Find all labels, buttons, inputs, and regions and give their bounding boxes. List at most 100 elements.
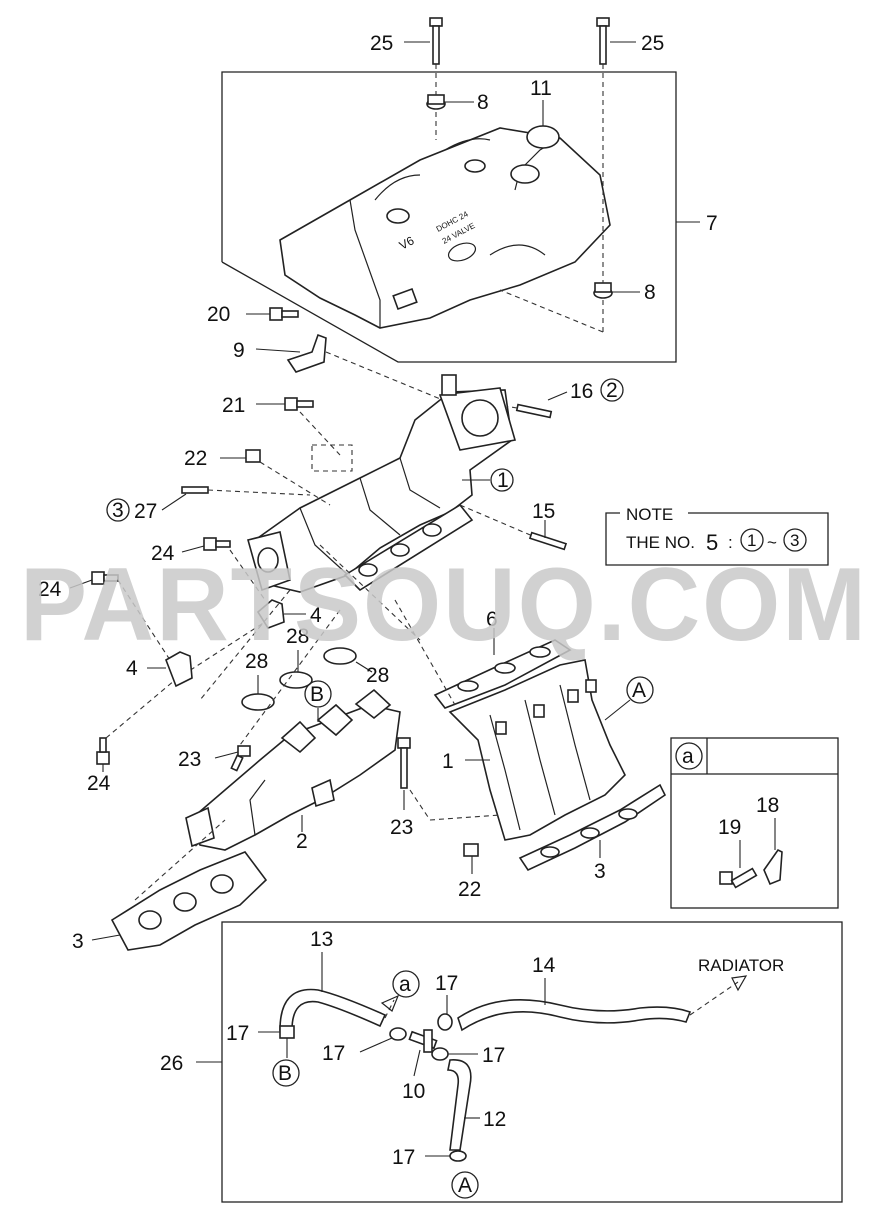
label-24-lower: 24: [87, 772, 111, 795]
bracket-4-lower: [147, 651, 193, 688]
gasket-28-a: [241, 675, 275, 711]
label-20: 20: [207, 303, 230, 326]
clamp-17-left: [258, 1025, 295, 1058]
label-A-ref: A: [632, 679, 646, 702]
label-a-circled: a: [399, 973, 411, 996]
label-25-left: 25: [370, 32, 393, 55]
label-17-top: 17: [435, 972, 458, 995]
label-9: 9: [233, 339, 245, 362]
label-A-hose: A: [458, 1174, 472, 1197]
label-3-right: 3: [594, 860, 606, 883]
label-24-left: 24: [38, 578, 62, 601]
note-to: 3: [790, 531, 799, 550]
bolt-25-right: [499, 17, 636, 333]
label-22-bottom: 22: [458, 878, 481, 901]
engine-cover-model: V6: [397, 233, 417, 252]
bolt-20: [246, 307, 299, 321]
note-from: 1: [747, 531, 756, 550]
label-17-bottom: 17: [392, 1146, 415, 1169]
intake-plenum: [247, 374, 543, 593]
clamp-17-center: [359, 1027, 407, 1053]
label-16: 16: [570, 380, 593, 403]
label-26: 26: [160, 1052, 183, 1075]
label-1: 1: [442, 750, 454, 773]
clip-18: [763, 818, 783, 886]
label-19: 19: [718, 816, 741, 839]
label-13: 13: [310, 928, 333, 951]
note-title: NOTE: [626, 505, 673, 524]
fitting-10: [408, 1029, 438, 1077]
note-tilde: ~: [767, 533, 777, 552]
nut-22-top: [220, 449, 331, 506]
radiator-label: RADIATOR: [698, 956, 784, 975]
hose-13: [279, 952, 400, 1031]
inset-a-box: [670, 737, 839, 909]
label-14: 14: [532, 954, 556, 977]
note-box: [605, 512, 829, 566]
label-2: 2: [296, 830, 308, 853]
bolt-23-right: [397, 737, 501, 821]
label-8-top: 8: [477, 91, 489, 114]
intake-gasket-lower: [518, 783, 667, 872]
clamp-17-right: [431, 1047, 478, 1061]
hose-box: [196, 921, 843, 1203]
hose-12: [447, 1059, 480, 1151]
bracket-9: [255, 333, 456, 406]
intake-gasket-upper: [433, 628, 572, 709]
label-inset-a: a: [682, 745, 694, 768]
stud-27: [161, 486, 311, 511]
stud-16: [504, 391, 568, 419]
label-28-c: 28: [366, 664, 389, 687]
stud-15: [528, 520, 568, 551]
label-28-b: 28: [286, 625, 309, 648]
label-27: 27: [134, 500, 157, 523]
bolt-24-left: [69, 571, 171, 661]
bolt-19: [719, 840, 758, 889]
bolt-21: [256, 397, 341, 456]
grommet-top: [426, 94, 474, 110]
label-22-top: 22: [184, 447, 207, 470]
label-11: 11: [530, 77, 552, 100]
label-18: 18: [756, 794, 779, 817]
label-4-lower: 4: [126, 657, 138, 680]
part-labels: 25 25 8 11 7 8 20 9 21 16 2 22 1 3 27 15…: [38, 32, 784, 1197]
engine-cover-box: [221, 71, 677, 363]
label-23-left: 23: [178, 748, 201, 771]
note-prefix: THE NO.: [626, 533, 695, 552]
label-6: 6: [486, 608, 498, 631]
label-17-right: 17: [482, 1044, 505, 1067]
hose-14: [457, 975, 748, 1032]
nut-22-bottom: [463, 843, 479, 874]
watermark: PARTSOUQ.COM: [20, 547, 868, 663]
label-4-upper: 4: [310, 604, 322, 627]
clamp-17-bottom: [425, 1150, 467, 1162]
label-25-right: 25: [641, 32, 664, 55]
note-text: NOTE THE NO. 5 : 1 ~ 3: [626, 505, 799, 555]
label-1-circled: 1: [497, 469, 509, 492]
circled-refs: [106, 378, 807, 1199]
oil-filler-cap: [526, 100, 560, 149]
bolt-25-left: [404, 17, 443, 140]
note-number: 5: [706, 530, 718, 555]
bolt-24-upper: [181, 537, 266, 601]
clamp-17-top: [437, 995, 453, 1031]
label-3-left: 3: [72, 930, 84, 953]
gasket-28-b: [279, 650, 313, 689]
gasket-28-c: [323, 647, 373, 673]
bolt-23-left: [214, 745, 251, 772]
intake-manifold-lower: [448, 659, 631, 841]
grommet-right: [593, 282, 640, 299]
label-10: 10: [402, 1080, 425, 1103]
label-12: 12: [483, 1108, 506, 1131]
note-colon: :: [728, 533, 733, 552]
label-17-center: 17: [322, 1042, 345, 1065]
label-7: 7: [706, 212, 718, 235]
label-15: 15: [532, 500, 555, 523]
label-28-a: 28: [245, 650, 268, 673]
label-24-upper: 24: [151, 542, 175, 565]
engine-cover: V6 DOHC 24 24 VALVE: [279, 127, 611, 329]
label-27-circled: 3: [112, 499, 124, 522]
exhaust-gasket: [91, 819, 268, 951]
label-8-right: 8: [644, 281, 656, 304]
